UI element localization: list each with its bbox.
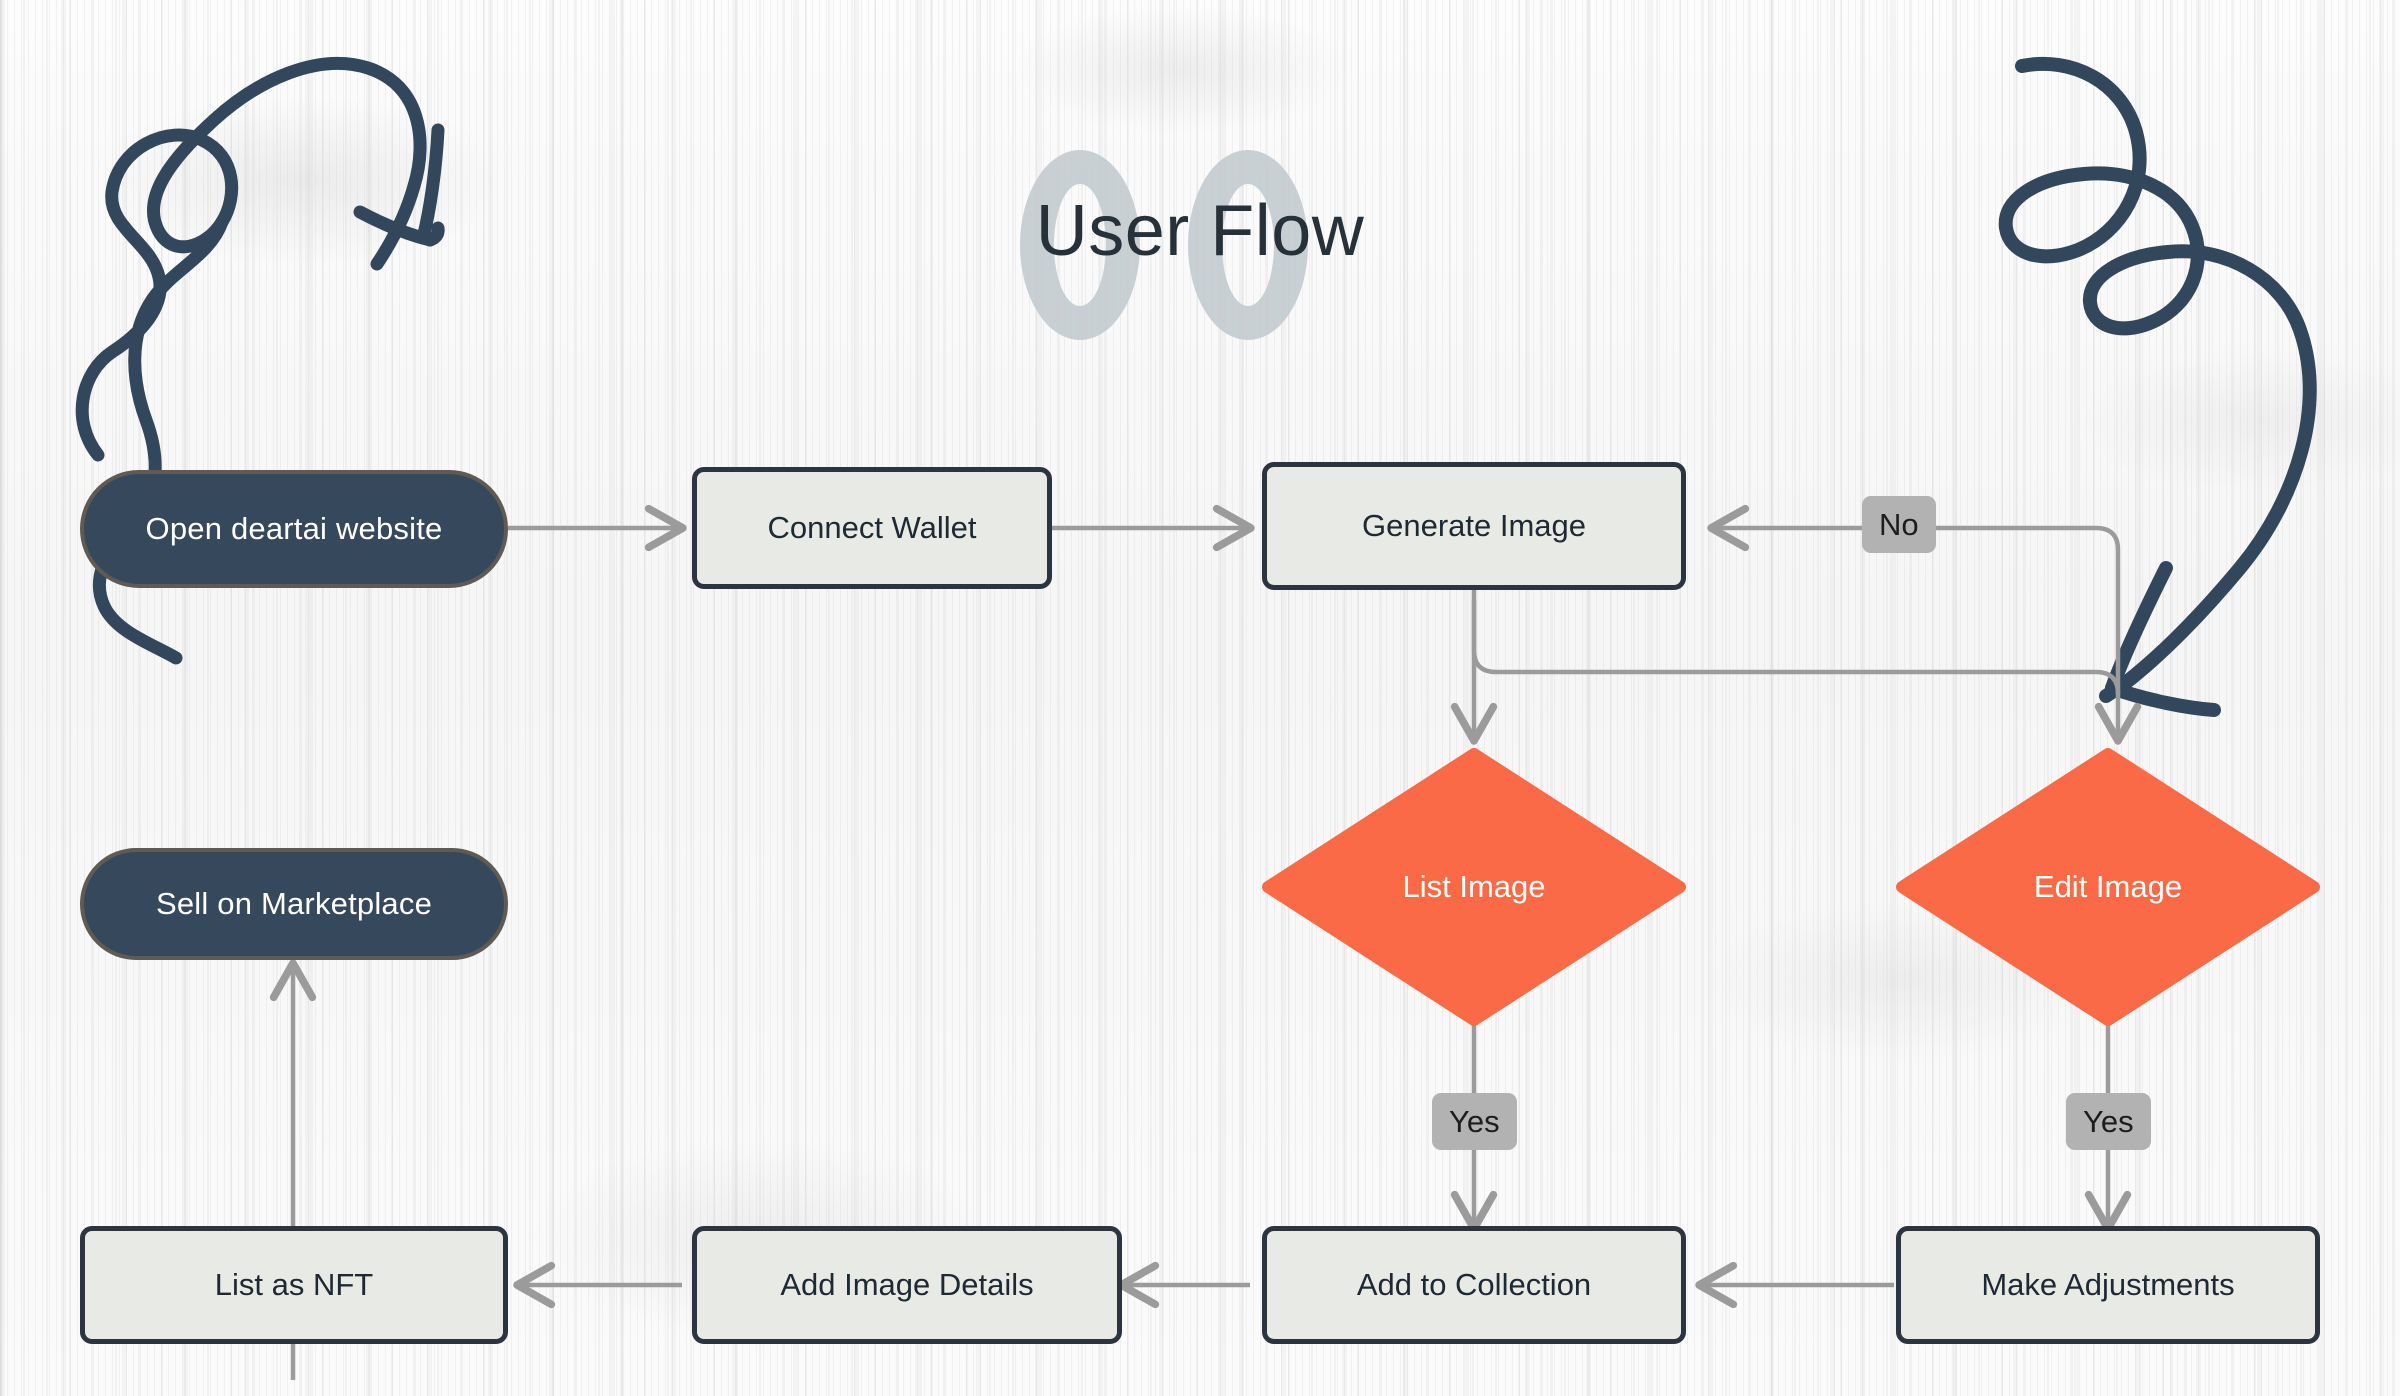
node-label: Generate Image [1361,508,1587,543]
node-label: Connect Wallet [767,510,977,545]
diamond-shape-icon [1262,748,1686,1026]
node-connect-wallet[interactable]: Connect Wallet [692,467,1052,589]
edge-label-yes-list: Yes [1432,1093,1517,1150]
node-open-deartai-website[interactable]: Open deartai website [80,470,508,588]
node-label: Edit Image [2033,869,2183,904]
node-make-adjustments[interactable]: Make Adjustments [1896,1226,2320,1344]
edge-label-text: No [1879,507,1919,542]
node-add-to-collection[interactable]: Add to Collection [1262,1226,1686,1344]
node-edit-image[interactable]: Edit Image [1896,748,2320,1026]
node-generate-image[interactable]: Generate Image [1262,462,1686,590]
node-label: Add Image Details [780,1267,1034,1302]
node-label: Make Adjustments [1981,1267,2235,1302]
curly-loop-arrow-down-left-icon [1998,56,2317,717]
edge-label-text: Yes [2083,1104,2134,1139]
node-sell-on-marketplace[interactable]: Sell on Marketplace [80,848,508,960]
edge-generate-to-edit [1471,600,2142,745]
node-list-image[interactable]: List Image [1262,748,1686,1026]
edge-label-yes-edit: Yes [2066,1093,2151,1150]
edge-label-no: No [1862,496,1936,553]
node-label: Open deartai website [145,511,443,546]
page-title: User Flow [1035,191,1365,271]
node-add-image-details[interactable]: Add Image Details [692,1226,1122,1344]
page-title-group: User Flow [1020,150,1380,340]
node-label: Sell on Marketplace [155,886,433,921]
node-label: List as NFT [214,1267,374,1302]
diamond-shape-icon [1896,748,2320,1026]
node-list-as-nft[interactable]: List as NFT [80,1226,508,1344]
node-label: List Image [1402,869,1546,904]
edge-label-text: Yes [1449,1104,1500,1139]
node-label: Add to Collection [1356,1267,1592,1302]
